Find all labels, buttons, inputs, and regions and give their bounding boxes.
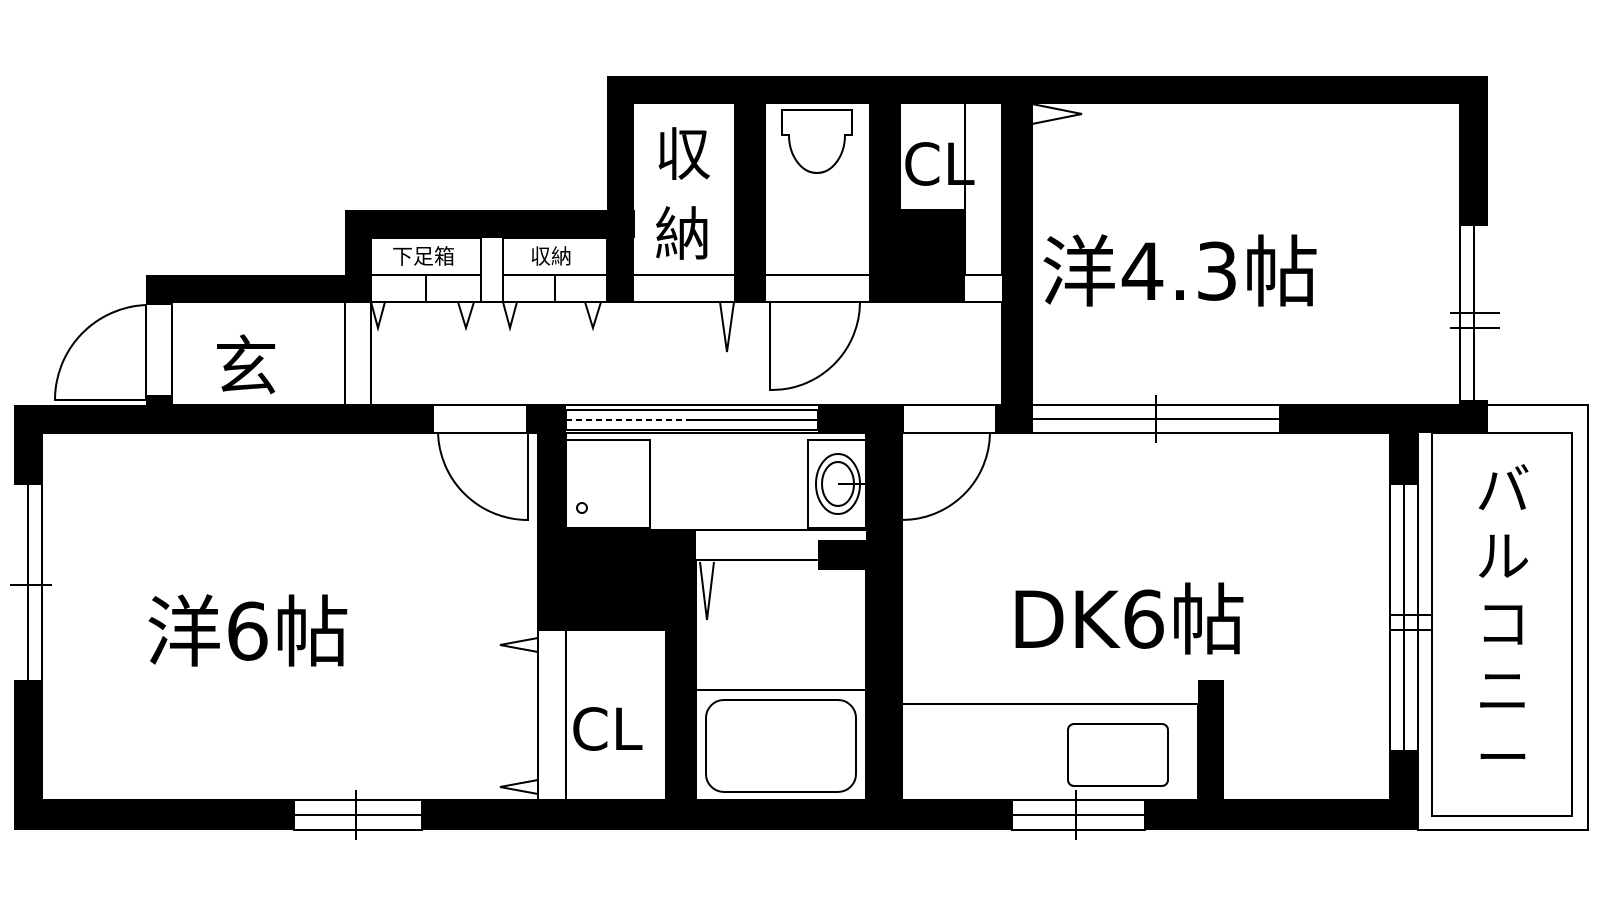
room-label-balcony-5: ー [1475,727,1531,792]
thin-lines [10,99,1589,840]
room-label-shoe-box: 下足箱 [392,245,455,269]
room-label-genkan: 玄 [213,329,279,406]
room-label-western-6: 洋6帖 [145,589,351,679]
room-label-closet-top: CL [902,131,975,199]
room-label-storage-top-2: 納 [654,201,712,269]
room-label-balcony-4: ニ [1475,660,1531,725]
room-label-western-43: 洋4.3帖 [1040,229,1320,319]
room-label-balcony-3: コ [1475,593,1531,658]
room-label-storage-top-1: 収 [654,121,712,189]
room-label-dk: DK6帖 [1008,577,1247,667]
room-label-closet-bottom: CL [570,696,643,764]
room-label-storage-small: 収納 [530,245,572,269]
room-label-balcony-1: バ [1475,459,1531,524]
walls [14,76,1488,830]
doors [53,103,1083,795]
room-label-balcony-2: ル [1475,526,1531,591]
